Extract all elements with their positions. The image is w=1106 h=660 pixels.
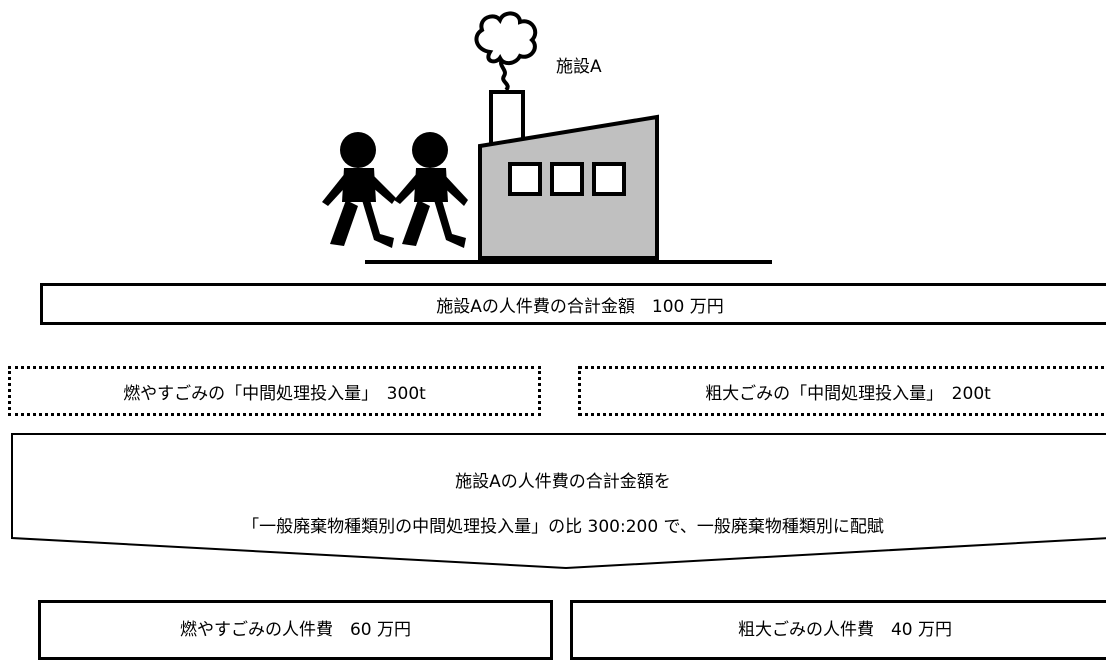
burnable-result-text: 燃やすごみの人件費 60 万円: [179, 620, 412, 640]
bulky-input-box: 粗大ごみの「中間処理投入量」 200t: [578, 366, 1106, 416]
total-cost-box: 施設Aの人件費の合計金額 100 万円: [40, 283, 1106, 325]
bulky-input-text: 粗大ごみの「中間処理投入量」 200t: [705, 383, 991, 404]
chimney: [489, 90, 525, 146]
burnable-input-text: 燃やすごみの「中間処理投入量」 300t: [123, 383, 426, 404]
worker-icon: [394, 132, 468, 248]
factory-window: [508, 162, 542, 196]
total-cost-text: 施設Aの人件費の合計金額 100 万円: [436, 296, 724, 317]
allocation-text-line1: 施設Aの人件費の合計金額を: [455, 472, 671, 492]
bulky-result-box: 粗大ごみの人件費 40 万円: [570, 600, 1106, 660]
allocation-arrow: [11, 433, 1106, 570]
facility-label: 施設A: [556, 57, 602, 77]
factory-window: [550, 162, 584, 196]
worker-icon: [322, 132, 396, 248]
factory-window: [592, 162, 626, 196]
burnable-result-box: 燃やすごみの人件費 60 万円: [38, 600, 553, 660]
smoke-cloud-icon: [474, 11, 538, 92]
facility-illustration: [322, 11, 772, 264]
bulky-result-text: 粗大ごみの人件費 40 万円: [737, 620, 953, 640]
allocation-text-line2: 「一般廃棄物種類別の中間処理投入量」の比 300:200 で、一般廃棄物種類別に…: [242, 517, 884, 537]
burnable-input-box: 燃やすごみの「中間処理投入量」 300t: [8, 366, 541, 416]
